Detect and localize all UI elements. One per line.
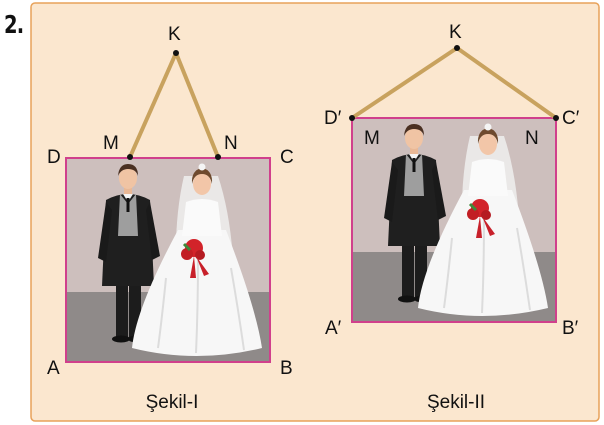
label-a-1: A — [47, 358, 60, 379]
figure-1: K M N D C A B Şekil-I — [47, 24, 294, 413]
photo-frame-2 — [351, 117, 557, 323]
label-c-2: C′ — [562, 108, 580, 129]
label-a-2: A′ — [325, 318, 342, 339]
photo-frame-1 — [65, 157, 271, 363]
rope-km-1 — [128, 52, 178, 158]
label-n-1: N — [224, 133, 238, 154]
rope-kn-1 — [174, 52, 220, 158]
label-m-1: M — [103, 133, 119, 154]
figure-2: K D′ C′ M N A′ B′ Şekil-II — [324, 22, 580, 413]
point-k-2 — [454, 45, 460, 51]
rope-kd-2 — [350, 46, 459, 120]
point-k-1 — [173, 50, 179, 56]
caption-1: Şekil-I — [146, 392, 199, 413]
label-b-2: B′ — [562, 318, 579, 339]
label-k-2: K — [449, 22, 462, 43]
caption-2: Şekil-II — [427, 392, 485, 413]
label-d-1: D — [47, 147, 61, 168]
problem-number: 2. — [4, 10, 24, 39]
point-m-1 — [127, 154, 133, 160]
rope-kc-2 — [455, 46, 558, 120]
label-d-2: D′ — [324, 108, 342, 129]
point-c-2 — [553, 115, 559, 121]
label-m-2: M — [364, 128, 380, 149]
label-b-1: B — [280, 358, 293, 379]
point-n-1 — [215, 154, 221, 160]
label-c-1: C — [280, 147, 294, 168]
point-d-2 — [349, 115, 355, 121]
label-k-1: K — [168, 24, 181, 45]
label-n-2: N — [525, 128, 539, 149]
